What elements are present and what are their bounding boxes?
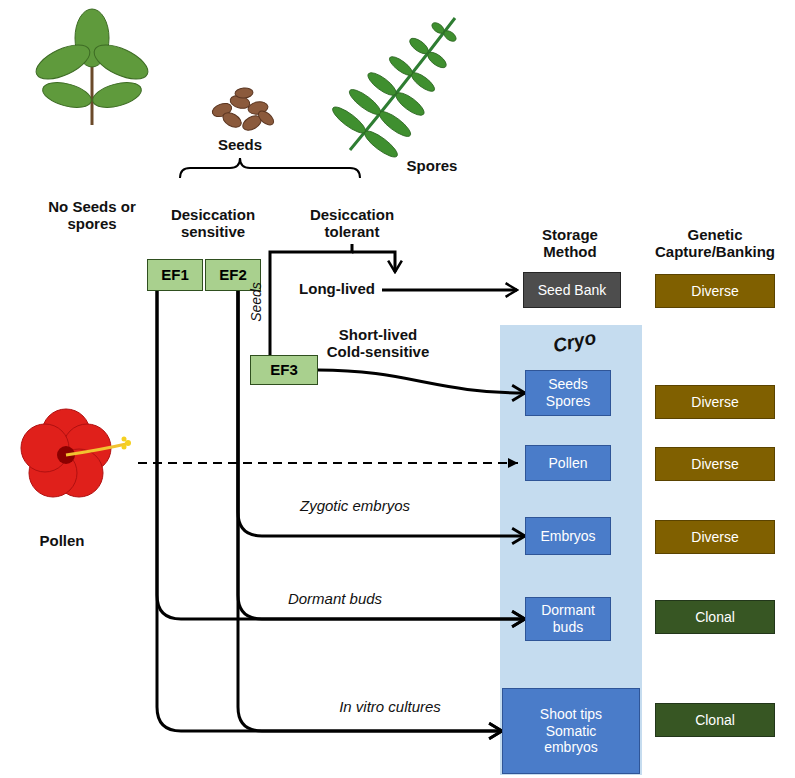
box-text: EF2 — [219, 266, 247, 284]
category-label: Seeds — [218, 136, 262, 153]
storage-box: Embryos — [525, 517, 611, 555]
pollen-grain — [122, 445, 127, 450]
connector-label-slot: In vitro cultures — [337, 698, 443, 715]
leaf-illustration — [31, 9, 153, 125]
category-label: Desiccation sensitive — [171, 206, 255, 240]
leaf — [90, 78, 144, 112]
long-lived-arrow — [352, 252, 395, 272]
fern-leaflet — [393, 89, 427, 119]
column-header-slot: Genetic Capture/Banking — [651, 226, 779, 261]
category-label-slot: No Seeds or spores — [42, 198, 142, 233]
connector — [238, 291, 525, 619]
connector-label-slot: Short-lived Cold-sensitive — [318, 326, 438, 361]
branch-label: Seeds — [248, 282, 264, 322]
storage-box: Shoot tips Somatic embryos — [502, 688, 640, 774]
connector-label: Zygotic embryos — [298, 497, 412, 514]
fern-leaflet — [361, 127, 400, 161]
connector — [238, 291, 502, 731]
fern-leaflet — [425, 49, 449, 70]
connector-label: Short-lived Cold-sensitive — [318, 326, 438, 361]
box-text: Diverse — [691, 283, 738, 300]
stamen — [66, 444, 126, 455]
seed — [220, 110, 243, 130]
box-text: EF3 — [270, 361, 298, 379]
connector — [157, 291, 502, 731]
banking-box: Diverse — [655, 447, 775, 481]
box-text: Diverse — [691, 529, 738, 546]
category-label: Pollen — [39, 532, 84, 549]
seed — [256, 108, 276, 127]
connector-label-slot: Zygotic embryos — [298, 497, 412, 514]
box-text: Shoot tips Somatic embryos — [525, 706, 617, 756]
branch-label-slot: Long-lived — [299, 280, 375, 297]
connector — [157, 291, 525, 619]
leaf-stem — [91, 66, 94, 125]
fern-leaflet — [346, 86, 384, 118]
region-title: Cryo — [551, 327, 598, 358]
box-text: Pollen — [549, 455, 588, 472]
box-text: Embryos — [540, 528, 595, 545]
fern-leaflet — [376, 108, 414, 140]
column-header: Storage Method — [542, 226, 598, 260]
box-text: Seeds Spores — [532, 376, 604, 410]
box-text: Diverse — [691, 394, 738, 411]
seeds-bracket — [180, 158, 360, 178]
category-label-slot: Pollen — [39, 532, 84, 549]
category-label-slot: Seeds — [218, 136, 262, 153]
banking-box: Diverse — [655, 520, 775, 554]
category-label: No Seeds or spores — [48, 198, 136, 232]
storage-box: Seeds Spores — [525, 370, 611, 416]
storage-box: Seed Bank — [523, 272, 621, 308]
seed — [235, 87, 254, 99]
fern-illustration — [329, 18, 458, 161]
banking-box: Clonal — [655, 703, 775, 737]
cryo-band: CryoSeeds SporesPollenEmbryosDormant bud… — [500, 325, 642, 775]
connector-label-slot: Dormant buds — [286, 590, 384, 607]
column-header-slot: Storage Method — [525, 226, 615, 261]
factor-box: EF1 — [147, 259, 203, 291]
category-label-slot: Spores — [407, 157, 458, 174]
connector — [318, 370, 525, 393]
box-text: Dormant buds — [532, 602, 604, 636]
box-text: Seed Bank — [538, 282, 607, 299]
box-text: Clonal — [695, 712, 735, 729]
box-text: Diverse — [691, 456, 738, 473]
leaf — [89, 38, 153, 86]
seed-illustration — [211, 87, 277, 133]
branch-label: Long-lived — [299, 280, 375, 297]
category-label-slot: Desiccation tolerant — [300, 206, 404, 241]
hibiscus-illustration — [21, 409, 131, 497]
banking-box: Diverse — [655, 385, 775, 419]
pollen-grain — [122, 437, 127, 442]
leaf — [40, 78, 94, 112]
category-label: Spores — [407, 157, 458, 174]
pollen-dashed-arrow — [138, 462, 518, 464]
connector-label: Dormant buds — [286, 590, 384, 607]
banking-box: Clonal — [655, 600, 775, 634]
seed-bank-arrow — [382, 289, 517, 292]
fern-leaflet — [387, 54, 415, 79]
storage-box: Dormant buds — [525, 597, 611, 641]
banking-box: Diverse — [655, 274, 775, 308]
fern-leaflet — [407, 35, 431, 56]
connector — [238, 291, 525, 536]
fern-leaflet — [430, 21, 446, 36]
box-text: EF1 — [161, 266, 189, 284]
column-header: Genetic Capture/Banking — [655, 226, 775, 260]
factor-box: EF3 — [250, 355, 318, 385]
box-text: Clonal — [695, 609, 735, 626]
fern-leaflet — [409, 70, 437, 95]
connector-label: In vitro cultures — [337, 698, 443, 715]
storage-box: Pollen — [525, 445, 611, 481]
branch-label-slot: Seeds — [248, 282, 264, 322]
category-label-slot: Desiccation sensitive — [163, 206, 263, 241]
fern-leaflet — [365, 69, 399, 99]
pollen-grain — [125, 440, 131, 446]
category-label: Desiccation tolerant — [310, 206, 394, 240]
leaf — [31, 38, 95, 86]
